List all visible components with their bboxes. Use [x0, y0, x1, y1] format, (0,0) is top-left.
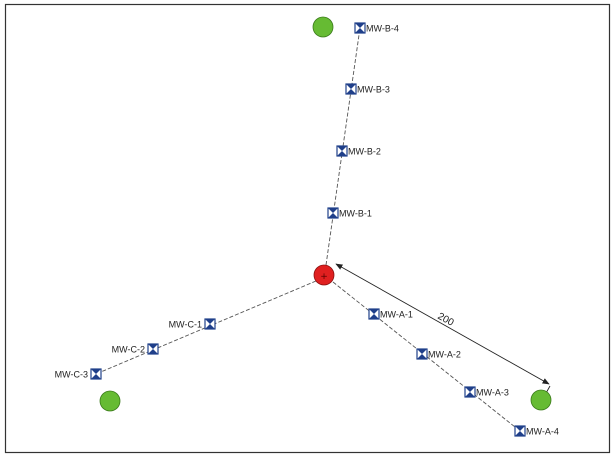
well-symbol-icon — [336, 145, 348, 157]
source-point: + — [313, 264, 335, 286]
well-mw-a-4: MW-A-4 — [514, 425, 559, 437]
well-symbol-icon — [368, 308, 380, 320]
reference-point-southeast — [530, 389, 552, 411]
well-symbol-icon — [464, 386, 476, 398]
well-mw-a-2: MW-A-2 — [416, 348, 461, 360]
well-mw-b-2: MW-B-2 — [336, 145, 381, 157]
diagram-border — [4, 3, 611, 454]
transect-lines — [95, 27, 521, 432]
well-mw-b-3: MW-B-3 — [345, 83, 390, 95]
well-label: MW-A-1 — [380, 310, 413, 320]
well-label: MW-B-4 — [366, 24, 399, 34]
reference-point-north — [312, 16, 334, 38]
transect-line-b — [325, 27, 361, 266]
well-symbol-icon — [204, 318, 216, 330]
monitoring-wells: MW-A-1MW-A-2MW-A-3MW-A-4 MW-B-1 MW-B-2 MW-B… — [55, 22, 559, 437]
well-label: MW-A-3 — [476, 388, 509, 398]
well-label: MW-B-2 — [348, 147, 381, 157]
well-mw-b-4: MW-B-4 — [354, 22, 399, 34]
well-symbol-icon — [327, 207, 339, 219]
distance-dimension: 200 — [335, 263, 551, 403]
well-label: MW-C-2 — [112, 345, 145, 355]
well-mw-c-2: MW-C-2 — [112, 343, 159, 355]
well-label: MW-A-2 — [428, 350, 461, 360]
well-label: MW-B-3 — [357, 85, 390, 95]
well-symbol-icon — [147, 343, 159, 355]
well-label: MW-B-1 — [339, 209, 372, 219]
well-symbol-icon — [90, 368, 102, 380]
dimension-label: 200 — [436, 311, 456, 329]
well-symbol-icon — [354, 22, 366, 34]
well-mw-a-3: MW-A-3 — [464, 386, 509, 398]
reference-points — [99, 16, 552, 412]
well-symbol-icon — [345, 83, 357, 95]
well-label: MW-C-3 — [55, 370, 88, 380]
well-symbol-icon — [514, 425, 526, 437]
dimension-line — [335, 263, 550, 385]
well-mw-c-1: MW-C-1 — [169, 318, 216, 330]
source-marker: + — [320, 272, 328, 282]
well-mw-a-1: MW-A-1 — [368, 308, 413, 320]
reference-point-southwest — [99, 390, 121, 412]
source-circle-icon — [313, 264, 335, 286]
well-symbol-icon — [416, 348, 428, 360]
well-label: MW-C-1 — [169, 320, 202, 330]
well-mw-b-1: MW-B-1 — [327, 207, 372, 219]
transect-line-c — [95, 280, 317, 375]
well-label: MW-A-4 — [526, 427, 559, 437]
well-mw-c-3: MW-C-3 — [55, 368, 102, 380]
